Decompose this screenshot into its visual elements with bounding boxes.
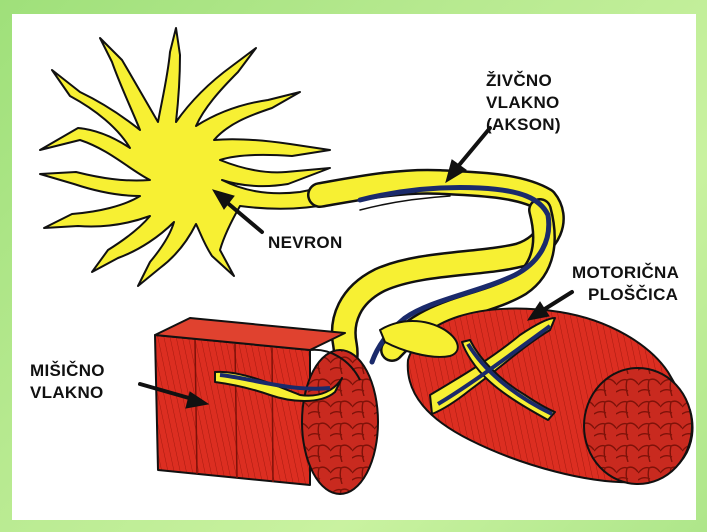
motor-plate-label-line2: PLOŠČICA xyxy=(588,284,678,306)
muscle-fiber-right xyxy=(380,309,693,484)
muscle-fiber-label-line1: MIŠIČNO xyxy=(30,360,105,382)
neuron-label: NEVRON xyxy=(268,232,343,254)
motor-plate-label-line1: MOTORIČNA xyxy=(572,262,679,284)
axon-label-line2: VLAKNO xyxy=(486,92,560,114)
axon-label-line3: (AKSON) xyxy=(486,114,561,136)
axon-label-line1: ŽIVČNO xyxy=(486,70,552,92)
muscle-fiber-label-line2: VLAKNO xyxy=(30,382,104,404)
